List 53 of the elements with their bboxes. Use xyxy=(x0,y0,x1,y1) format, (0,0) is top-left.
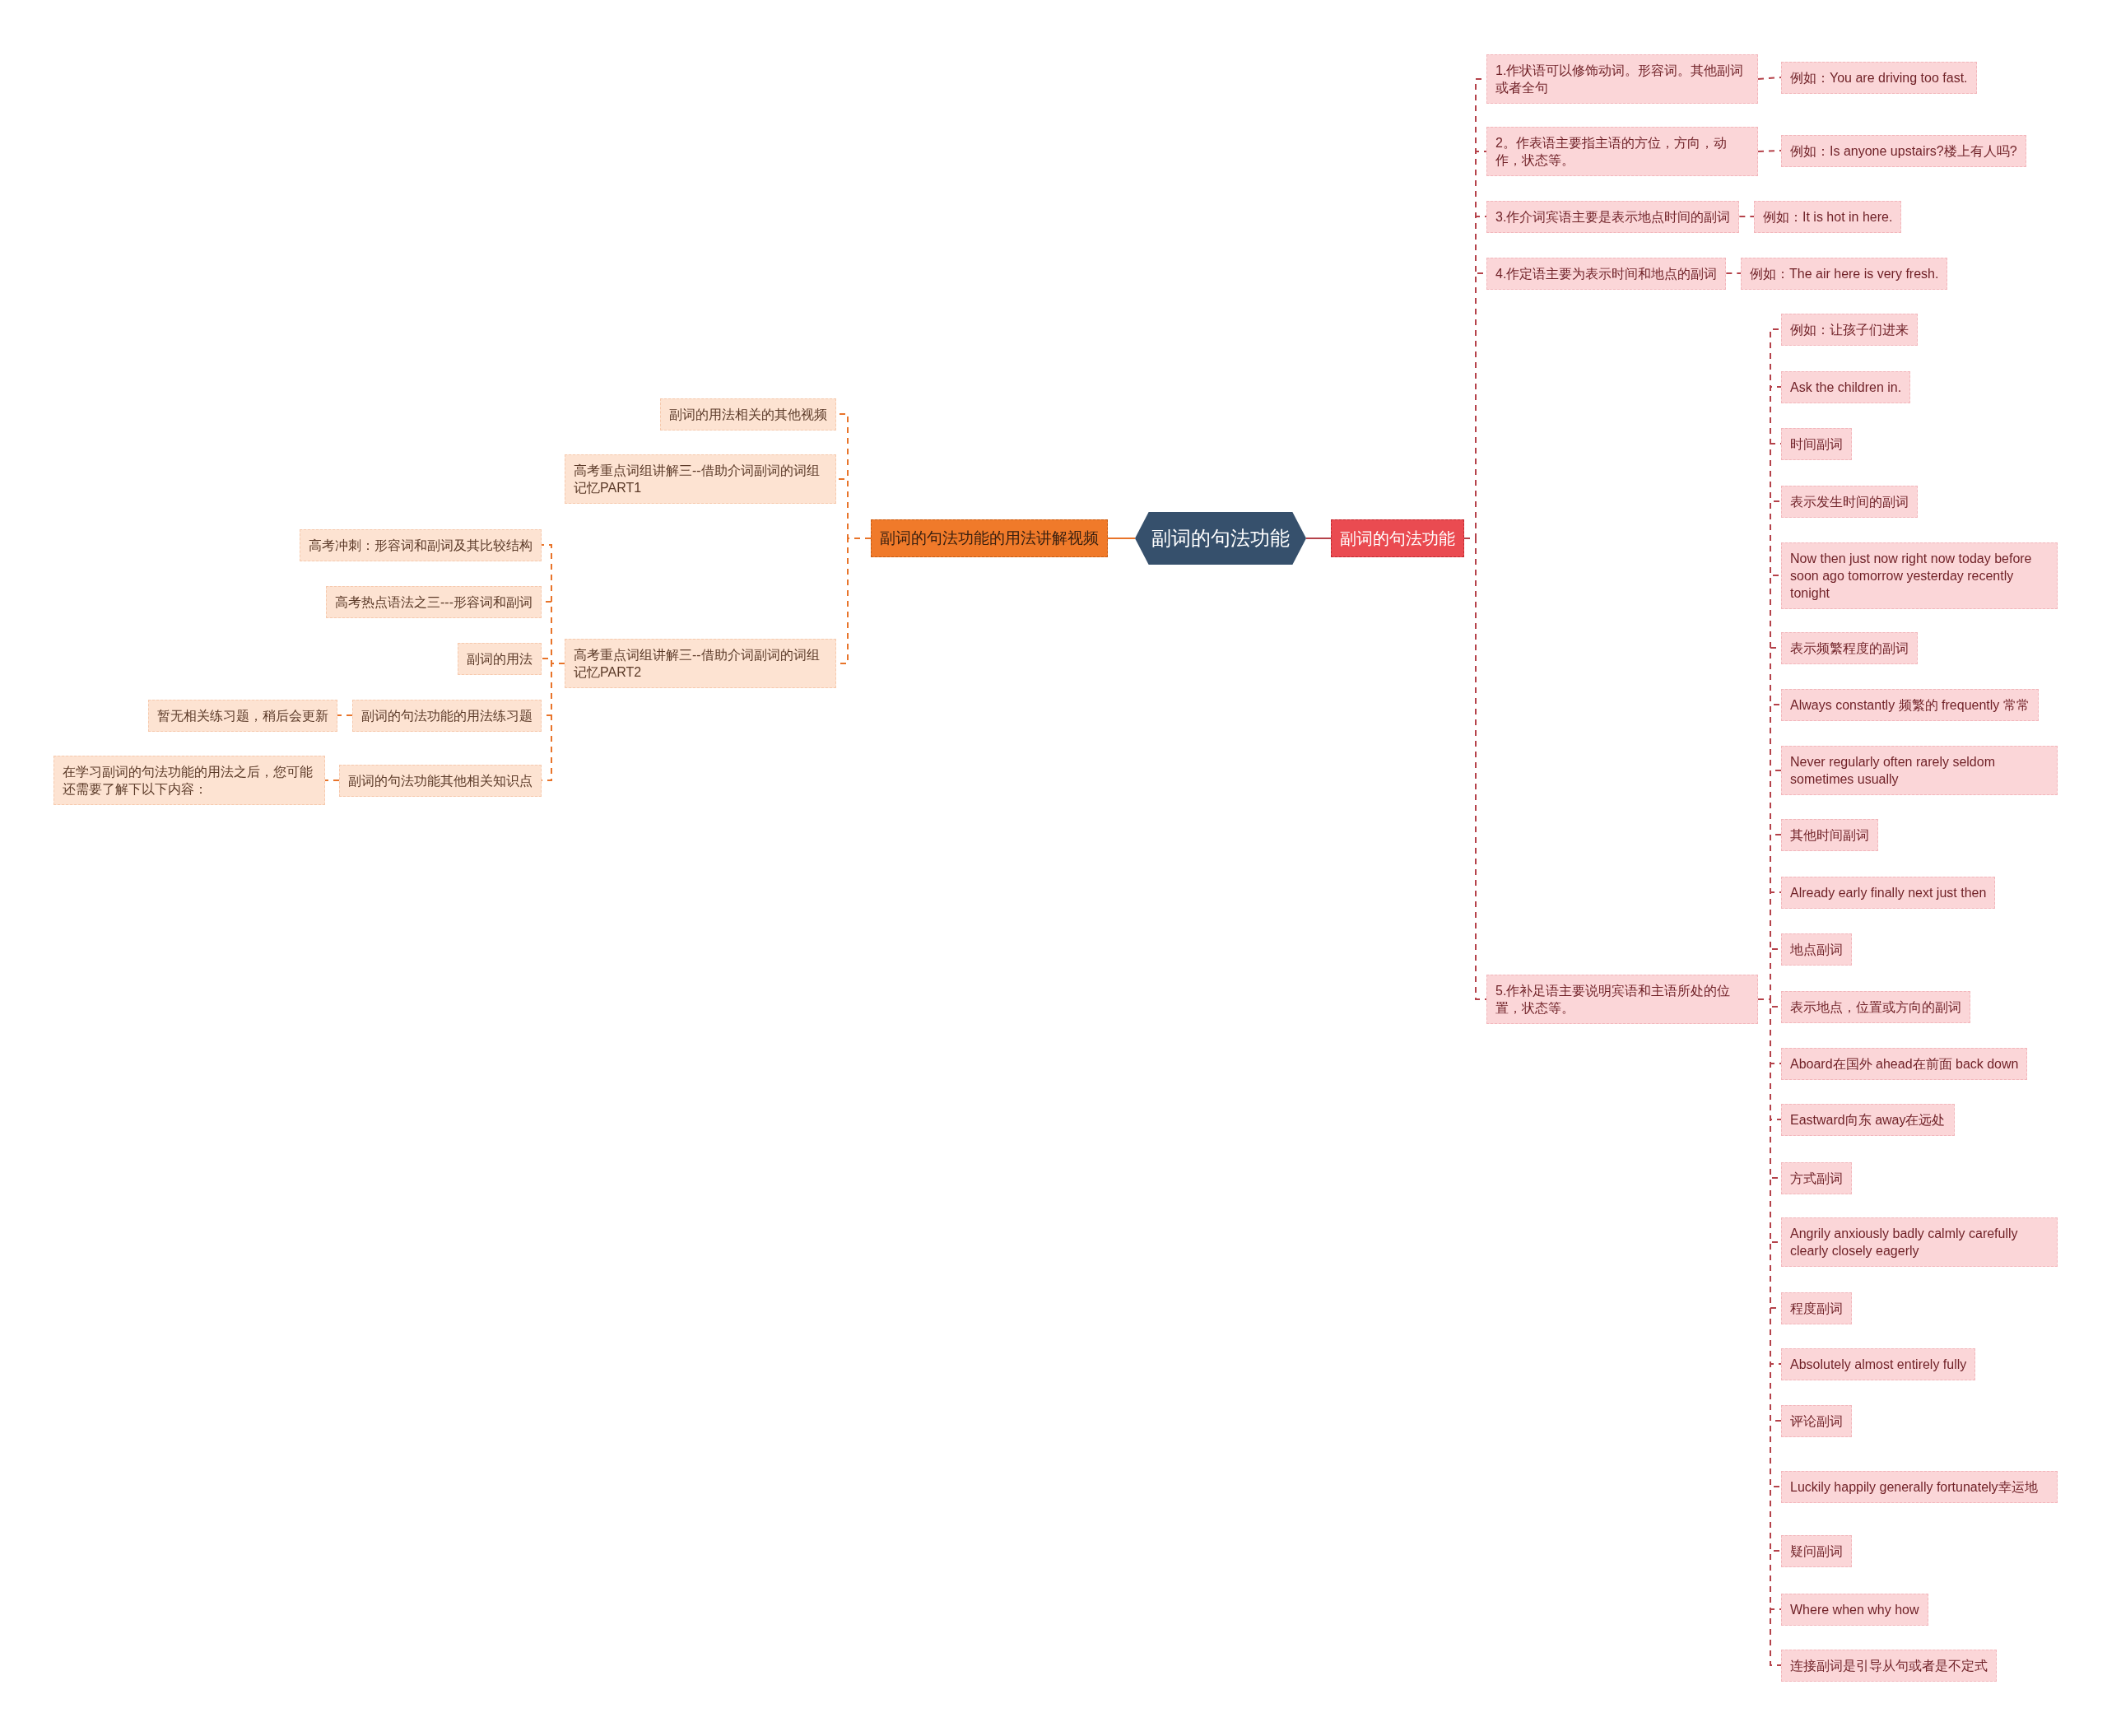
connector-line xyxy=(1738,216,1755,217)
topic-box: 例如：The air here is very fresh. xyxy=(1741,257,1948,290)
connector-line xyxy=(1305,538,1332,539)
central-topic: 副词的句法功能 xyxy=(1135,512,1306,565)
connector-line xyxy=(1757,150,1782,152)
connector-line xyxy=(1107,538,1136,539)
topic-box: 高考热点语法之三---形容词和副词 xyxy=(326,585,542,618)
topic-box: 表示发生时间的副词 xyxy=(1781,485,1918,518)
topic-box: 在学习副词的句法功能的用法之后，您可能还需要了解下以下内容： xyxy=(53,756,325,805)
topic-box: 副词的句法功能其他相关知识点 xyxy=(339,764,542,797)
topic-box: 程度副词 xyxy=(1781,1292,1852,1324)
topic-box: Ask the children in. xyxy=(1781,370,1911,403)
connector-line xyxy=(1725,272,1742,274)
topic-box: 暂无相关练习题，稍后会更新 xyxy=(148,699,337,732)
topic-box: Always constantly 频繁的 frequently 常常 xyxy=(1781,688,2039,721)
topic-box: Angrily anxiously badly calmly carefully clearly closely eagerly xyxy=(1781,1217,2058,1267)
branch-box: 副词的句法功能的用法讲解视频 xyxy=(871,519,1108,557)
topic-box: 例如：Is anyone upstairs?楼上有人吗? xyxy=(1781,134,2026,167)
topic-box: 评论副词 xyxy=(1781,1404,1852,1437)
topic-box: Eastward向东 away在远处 xyxy=(1781,1103,1955,1136)
topic-box: 1.作状语可以修饰动词。形容词。其他副词或者全句 xyxy=(1486,54,1758,104)
topic-box: 4.作定语主要为表示时间和地点的副词 xyxy=(1486,257,1727,290)
topic-box: 3.作介词宾语主要是表示地点时间的副词 xyxy=(1486,200,1740,233)
topic-box: 副词的用法 xyxy=(458,642,542,675)
topic-box: 表示频繁程度的副词 xyxy=(1781,631,1918,664)
topic-box: 地点副词 xyxy=(1781,933,1852,966)
topic-box: 副词的用法相关的其他视频 xyxy=(660,398,836,431)
topic-box: 时间副词 xyxy=(1781,427,1852,460)
topic-box: Where when why how xyxy=(1781,1593,1928,1626)
topic-box: Aboard在国外 ahead在前面 back down xyxy=(1781,1047,2028,1080)
topic-box: Luckily happily generally fortunately幸运地 xyxy=(1781,1470,2058,1503)
connector-line xyxy=(1757,77,1782,80)
topic-box: 高考冲刺：形容词和副词及其比较结构 xyxy=(300,528,542,561)
topic-box: 2。作表语主要指主语的方位，方向，动作，状态等。 xyxy=(1486,127,1758,176)
topic-box: 例如：It is hot in here. xyxy=(1754,200,1902,233)
topic-box: Now then just now right now today before soon ago tomorrow yesterday recently tonight xyxy=(1781,542,2058,609)
topic-box: 其他时间副词 xyxy=(1781,818,1878,851)
topic-box: 表示地点，位置或方向的副词 xyxy=(1781,990,1970,1023)
connector-line xyxy=(324,780,340,781)
branch-box: 副词的句法功能 xyxy=(1331,519,1464,557)
topic-box: Never regularly often rarely seldom sometimes usually xyxy=(1781,746,2058,795)
topic-box: 5.作补足语主要说明宾语和主语所处的位置，状态等。 xyxy=(1486,975,1758,1024)
topic-box: 方式副词 xyxy=(1781,1161,1852,1194)
topic-box: 疑问副词 xyxy=(1781,1534,1852,1567)
topic-box: 例如：让孩子们进来 xyxy=(1781,313,1918,346)
topic-box: Already early finally next just then xyxy=(1781,876,1996,909)
connector-line xyxy=(337,714,353,716)
topic-box: 连接副词是引导从句或者是不定式 xyxy=(1781,1649,1997,1682)
topic-box: 例如：You are driving too fast. xyxy=(1781,61,1977,94)
topic-box: 副词的句法功能的用法练习题 xyxy=(352,699,542,732)
topic-box: 高考重点词组讲解三--借助介词副词的词组记忆PART2 xyxy=(565,639,836,688)
topic-box: Absolutely almost entirely fully xyxy=(1781,1347,1976,1380)
topic-box: 高考重点词组讲解三--借助介词副词的词组记忆PART1 xyxy=(565,454,836,504)
